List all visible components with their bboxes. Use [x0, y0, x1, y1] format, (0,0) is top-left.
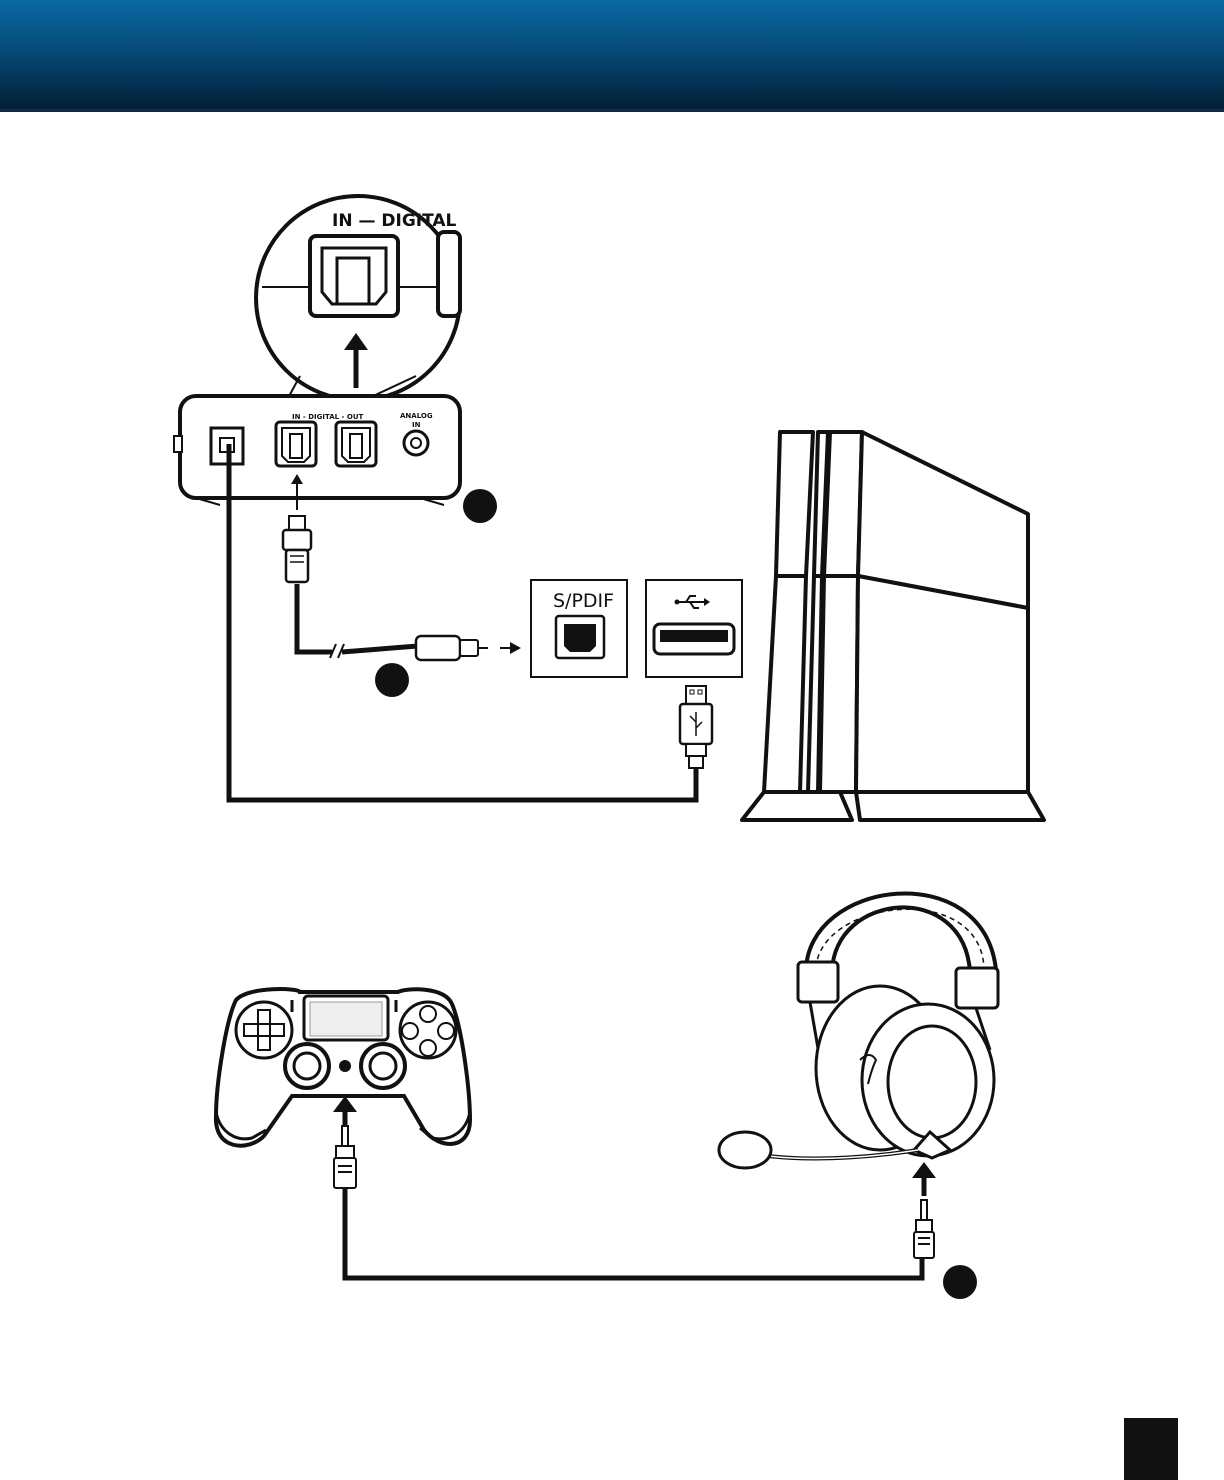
page-number-tab: [1124, 1418, 1178, 1480]
spdif-label: S/PDIF: [553, 590, 614, 612]
zoom-label: IN — DIGITAL: [332, 211, 457, 231]
audio-cable: [334, 1126, 934, 1278]
usb-port-panel: [646, 580, 742, 677]
amp-analog-in-label: IN: [412, 421, 421, 429]
step-marker: [463, 489, 497, 523]
game-console: [742, 432, 1044, 820]
amplifier-box: IN - DIGITAL - OUT ANALOG IN: [174, 396, 460, 505]
step-marker: [943, 1265, 977, 1299]
spdif-port-panel: S/PDIF: [531, 580, 627, 677]
amp-analog-label: ANALOG: [400, 412, 433, 420]
amp-port-label: IN - DIGITAL - OUT: [292, 413, 364, 421]
zoom-callout: IN — DIGITAL: [256, 196, 460, 420]
step-marker: [375, 663, 409, 697]
